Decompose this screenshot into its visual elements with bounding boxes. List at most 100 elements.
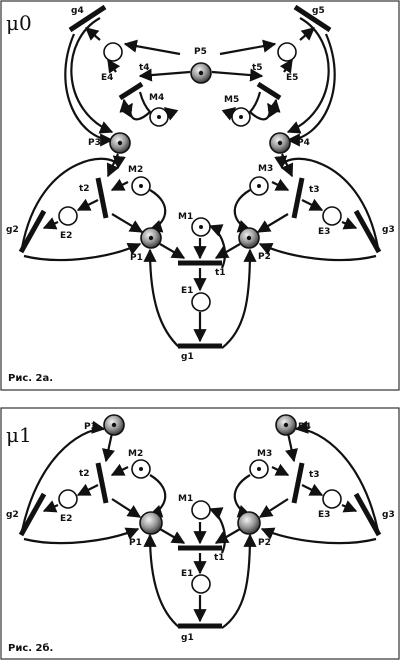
arc-g5-P4-outer	[286, 17, 330, 134]
return-bar-g3	[353, 492, 382, 537]
arc-E5-g5	[299, 27, 316, 41]
token-M3	[257, 184, 261, 188]
label-g3: g3	[382, 225, 395, 235]
arc-t3-M3	[233, 474, 252, 518]
token-P3	[111, 422, 117, 428]
return-bar-g2	[18, 209, 47, 254]
label-P2: P2	[258, 252, 271, 262]
figure-frame	[0, 407, 400, 660]
label-M1: M1	[178, 494, 193, 504]
arc-t2-M2	[148, 474, 167, 518]
arc-E3-g3	[341, 217, 358, 230]
place-M1	[191, 500, 211, 520]
arc-E3-g3	[341, 500, 358, 513]
token-M1	[199, 225, 203, 229]
token-M2	[139, 467, 143, 471]
token-P3	[117, 140, 123, 146]
arc-t3-P2	[258, 498, 289, 518]
transition-bar-t2	[95, 177, 109, 219]
label-E1: E1	[181, 286, 193, 296]
arc-P1-t1	[159, 243, 186, 259]
arc-g1-P1	[143, 533, 181, 629]
arc-t2-E2	[76, 483, 99, 496]
petri-net-mu0: μ0 Рис. 2а.	[0, 0, 400, 391]
transition-bar-t2	[95, 462, 109, 504]
label-M5: M5	[224, 95, 239, 105]
place-E4	[103, 42, 123, 62]
arc-t3-M3	[233, 189, 252, 233]
return-bar-g4	[68, 4, 107, 33]
place-P2	[237, 511, 261, 535]
label-t4: t4	[139, 63, 150, 73]
arc-P3-t2	[102, 432, 115, 463]
return-bar-g3	[353, 209, 382, 254]
label-E2: E2	[60, 514, 72, 524]
arc-P2-t1	[214, 243, 241, 259]
arc-t4-E4	[107, 58, 121, 74]
arc-g2-P3	[20, 420, 106, 532]
arc-E2-g2	[42, 500, 59, 513]
figure-caption: Рис. 2а.	[8, 373, 53, 384]
arc-E4-g4	[84, 27, 101, 41]
label-g2: g2	[6, 225, 19, 235]
label-P3: P3	[84, 422, 97, 432]
label-g1: g1	[181, 352, 194, 362]
label-E1: E1	[181, 569, 193, 579]
token-P1	[148, 235, 154, 241]
arc-P2-t1	[214, 528, 241, 544]
place-E1	[191, 574, 211, 594]
token-M4	[157, 115, 161, 119]
label-t2: t2	[79, 469, 90, 479]
arc-t3-E3	[301, 198, 324, 211]
label-g5: g5	[312, 6, 325, 16]
arc-P3-t4	[119, 98, 133, 113]
panel-separator	[0, 391, 400, 407]
arc-g4-P3-outer	[70, 17, 114, 134]
token-M3	[257, 467, 261, 471]
place-E3	[322, 489, 342, 509]
label-E3: E3	[318, 510, 330, 520]
arc-t1-M1	[208, 224, 227, 269]
label-M1: M1	[178, 212, 193, 222]
arc-g3-P4	[274, 155, 380, 249]
label-E2: E2	[60, 231, 72, 241]
label-t3: t3	[309, 470, 320, 480]
place-E2	[58, 489, 78, 509]
arc-t5-E5	[279, 58, 293, 74]
arc-g4-P5	[123, 39, 181, 56]
arc-P5-t4	[138, 68, 191, 82]
arc-g1-P2	[221, 248, 257, 349]
token-M2	[139, 184, 143, 188]
place-E3	[322, 206, 342, 226]
arc-t2-M2	[148, 189, 167, 233]
token-M5	[239, 115, 243, 119]
arc-M3-t3	[271, 178, 290, 191]
arc-M5-t5	[249, 102, 281, 121]
arc-g2-P3	[20, 155, 126, 249]
arc-P4-t5	[267, 98, 281, 113]
arc-t2-P1	[111, 498, 142, 518]
label-t5: t5	[252, 63, 263, 73]
label-t1: t1	[215, 268, 226, 278]
arc-g2-P1	[23, 527, 140, 545]
label-M2: M2	[128, 449, 143, 459]
return-bar-g5	[293, 4, 332, 33]
token-P2	[246, 235, 252, 241]
figure-frame	[0, 0, 400, 391]
place-E1	[191, 292, 211, 312]
arc-M4-t4	[119, 102, 151, 121]
arc-g5-P5	[219, 39, 277, 56]
label-P1: P1	[129, 538, 142, 548]
arc-t2-E2	[76, 198, 99, 211]
label-t3: t3	[309, 185, 320, 195]
label-E5: E5	[286, 73, 298, 83]
transition-bar-t3	[291, 462, 305, 504]
label-t1: t1	[214, 553, 225, 563]
label-g3: g3	[382, 510, 395, 520]
label-P4: P4	[297, 138, 310, 148]
arc-P1-t1	[159, 528, 186, 544]
arc-P5-t5	[211, 68, 264, 82]
arc-t3-P2	[256, 213, 289, 233]
arc-M2-t2	[110, 463, 129, 476]
arc-E2-g2	[42, 217, 59, 230]
